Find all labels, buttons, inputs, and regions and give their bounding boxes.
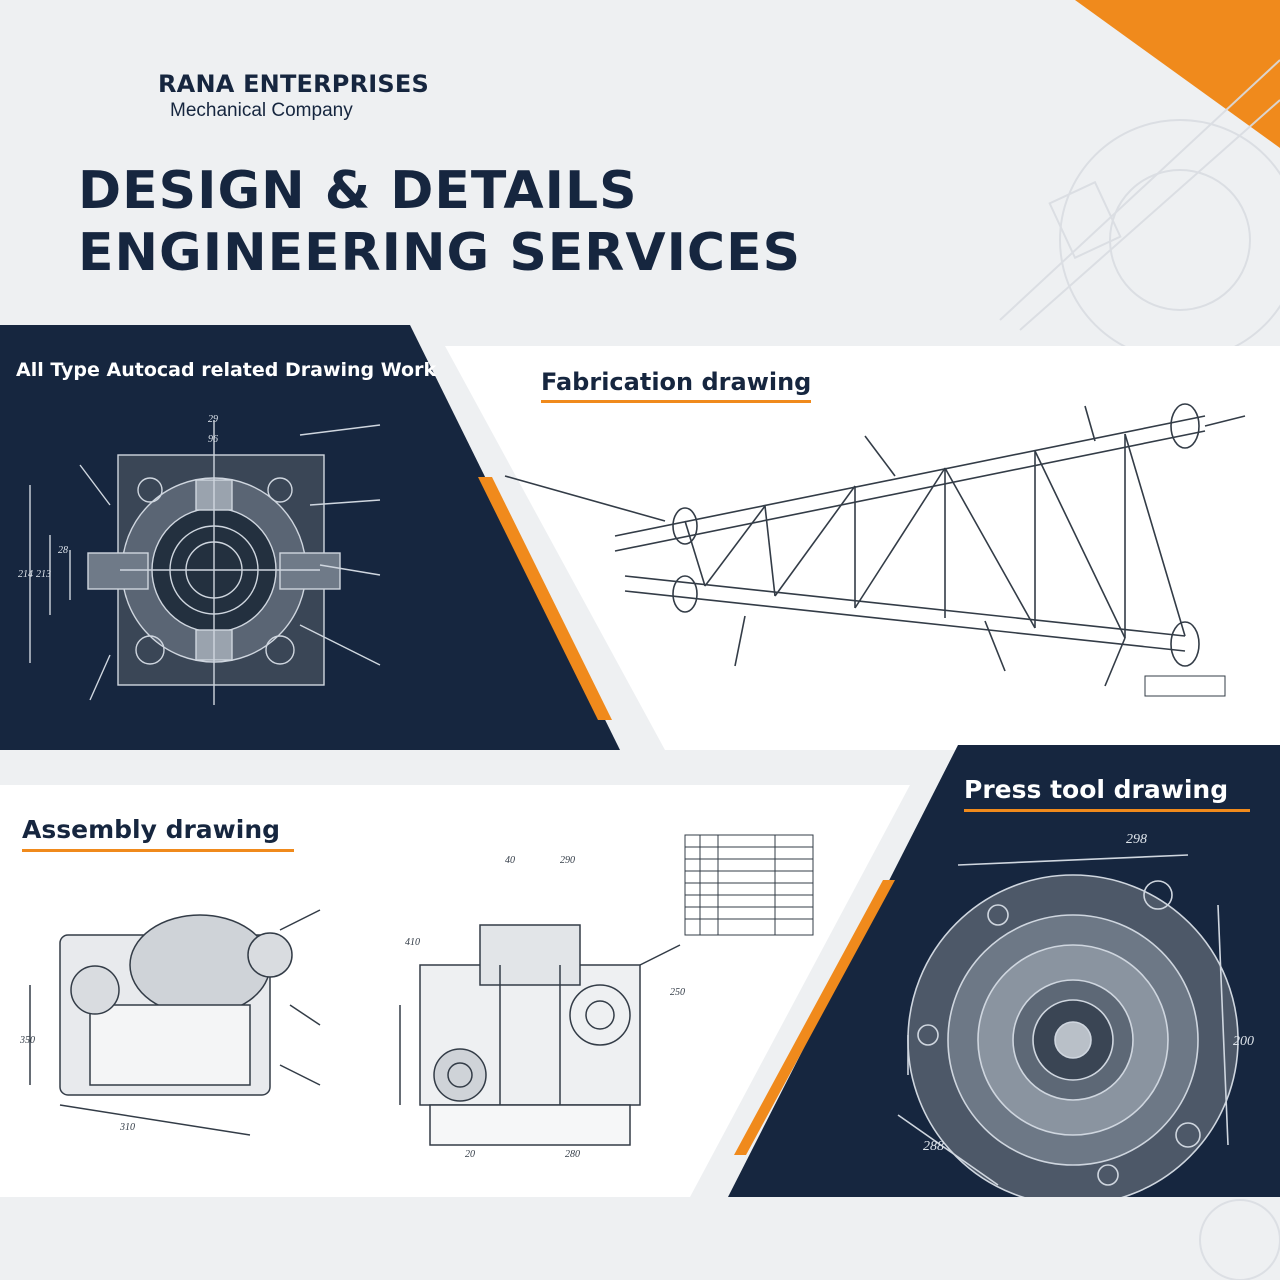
brand-block: RANA ENTERPRISES Mechanical Company [158, 70, 429, 122]
headline-line-1: DESIGN & DETAILS [78, 161, 638, 221]
press-tool-panel-shape: 298 200 288 [728, 745, 1280, 1197]
brand-tagline: Mechanical Company [170, 100, 353, 121]
gear-blueprint-icon [29, 420, 381, 705]
fabrication-panel-title: Fabrication drawing [541, 368, 812, 396]
autocad-dim-label: 213 [36, 569, 51, 580]
autocad-dim-label: 214 [18, 569, 33, 580]
headline-line-2: ENGINEERING SERVICES [78, 223, 802, 283]
page-headline: DESIGN & DETAILS ENGINEERING SERVICES [78, 160, 801, 284]
autocad-panel: 29 96 214 213 28 All Type Autocad relate… [0, 325, 620, 750]
press-dim-label: 288 [923, 1139, 944, 1154]
gearbox-drawing-icon [399, 924, 681, 1146]
truss-drawing-icon [504, 403, 1246, 687]
press-tool-title-underline [964, 809, 1250, 812]
fabrication-panel-shape [445, 346, 1280, 750]
autocad-dim-label: 96 [208, 434, 218, 445]
assembly-title-underline [22, 849, 294, 852]
assembly-dim-label: 350 [19, 1035, 35, 1046]
assembly-dim-label: 310 [119, 1122, 135, 1133]
assembly-dim-label: 410 [405, 937, 420, 948]
assembly-panel: 350 310 410 250 290 280 40 20 Assembly d… [0, 785, 910, 1197]
assembly-dim-label: 250 [670, 987, 685, 998]
autocad-dim-label: 29 [208, 414, 218, 425]
assembly-dim-label: 20 [465, 1149, 475, 1160]
fabrication-title-underline [541, 400, 811, 403]
press-tool-panel-title: Press tool drawing [964, 775, 1229, 804]
brand-name: RANA ENTERPRISES [158, 70, 429, 98]
parts-table [684, 834, 814, 936]
autocad-panel-shape: 29 96 214 213 28 [0, 325, 620, 750]
assembly-panel-title: Assembly drawing [22, 815, 281, 844]
press-tool-panel: 298 200 288 Press tool drawing [728, 745, 1280, 1197]
autocad-panel-title: All Type Autocad related Drawing Work [16, 359, 437, 381]
gearbox-drawing-icon [29, 909, 321, 1136]
press-disc-drawing-icon [897, 854, 1239, 1197]
assembly-dim-label: 290 [560, 855, 575, 866]
assembly-dim-label: 280 [565, 1149, 580, 1160]
assembly-panel-shape: 350 310 410 250 290 280 40 20 [0, 785, 910, 1197]
assembly-dim-label: 40 [505, 855, 515, 866]
orange-corner-triangle [1075, 0, 1280, 148]
press-dim-label: 200 [1233, 1034, 1254, 1049]
fabrication-panel: Fabrication drawing [445, 346, 1280, 750]
press-dim-label: 298 [1126, 832, 1147, 847]
autocad-dim-label: 28 [58, 545, 68, 556]
